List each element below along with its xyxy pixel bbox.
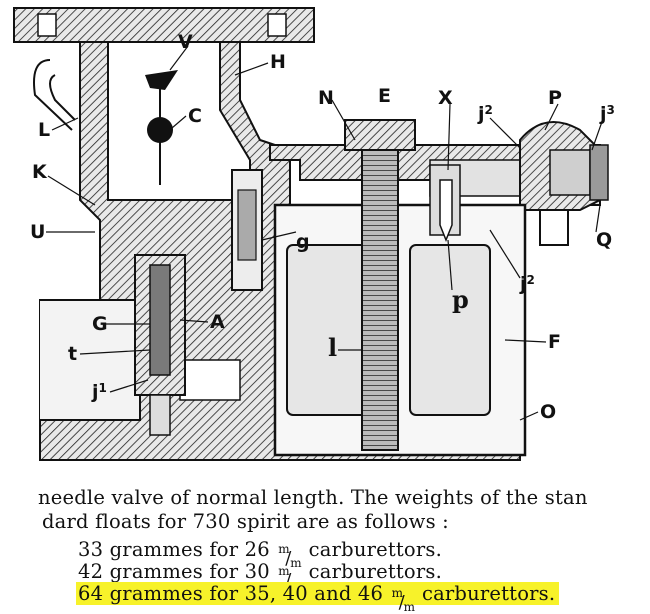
central-bolt [344,119,416,451]
label-p-upper: P [548,87,562,109]
throttle-valve [145,70,178,185]
label-t: t [68,343,77,365]
weight-text: 64 grammes for 35, 40 and 46 [78,582,384,605]
label-x: X [438,87,453,109]
highlight: 64 grammes for 35, 40 and 46 m/m carbure… [76,582,560,614]
float-weight-row-2: 42 grammes for 30 m/m carburettors. [78,560,442,592]
label-o: O [540,401,556,423]
label-j2-top: j2 [477,103,493,125]
weight-text: 33 grammes for 26 [78,538,270,561]
label-l-lower: l [328,333,337,362]
air-intake-cover [33,59,76,131]
carburettor-text: carburettors. [308,560,442,583]
carburettor-diagram: V H C L K U N E X j2 P j3 g Q j2 p G A t… [13,7,615,461]
text-line-1: needle valve of normal length. The weigh… [38,486,588,509]
text-line-2: dard floats for 730 spirit are as follow… [42,510,449,533]
label-u: U [30,221,45,243]
label-h: H [270,51,286,73]
float-weight-row-3-highlighted: 64 grammes for 35, 40 and 46 m/m carbure… [76,582,560,614]
label-g: g [296,231,310,253]
float-chamber [273,203,527,457]
carburettor-text: carburettors. [308,538,442,561]
leader-lines [46,45,605,421]
label-n: N [318,87,334,109]
needle-valve [429,164,461,243]
label-e: E [378,85,391,107]
label-j3: j3 [599,103,615,125]
label-j2-bottom: j2 [519,273,535,295]
weight-text: 42 grammes for 30 [78,560,270,583]
label-f: F [548,331,561,353]
side-tube [231,169,263,291]
label-v: V [178,31,193,53]
label-p-lower: p [452,285,469,314]
label-g-upper: G [92,313,108,335]
label-a: A [210,311,225,333]
top-flange [13,7,315,43]
float-weight-row-1: 33 grammes for 26 m/m carburettors. [78,538,442,570]
carburettor-text: carburettors. [421,582,556,605]
label-j1: j1 [91,381,107,403]
jet-assembly [134,254,186,436]
caption-text: needle valve of normal length. The weigh… [0,482,650,614]
part-labels: V H C L K U N E X j2 P j3 g Q j2 p G A t… [30,31,615,423]
banjo-union [519,121,609,211]
label-k: K [32,161,48,183]
label-c: C [188,105,202,127]
label-q: Q [596,229,612,251]
label-l: L [38,119,50,141]
